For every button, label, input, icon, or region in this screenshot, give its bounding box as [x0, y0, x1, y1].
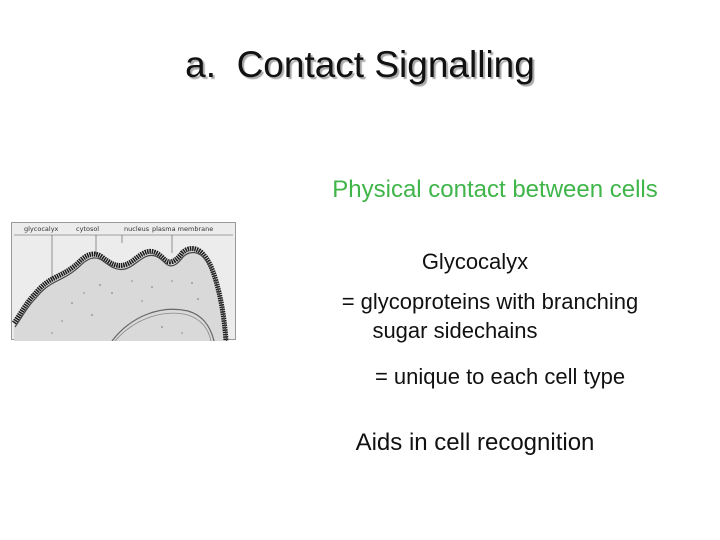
- glycocalyx-micrograph: glycocalyx cytosol nucleus plasma membra…: [11, 222, 236, 341]
- glycocalyx-heading: Glycocalyx: [421, 249, 529, 274]
- definition-line-2: sugar sidechains: [372, 318, 538, 343]
- micrograph-image: [12, 234, 233, 341]
- slide-title: a. Contact Signalling: [185, 44, 535, 85]
- slide-subtitle: Physical contact between cells: [332, 176, 658, 203]
- figure-label-plasma-membrane: plasma membrane: [152, 225, 214, 233]
- definition-line-1: = glycoproteins with branching: [341, 289, 639, 314]
- definition-line-3: = unique to each cell type: [374, 364, 626, 389]
- conclusion-line: Aids in cell recognition: [355, 429, 595, 456]
- figure-label-glycocalyx: glycocalyx: [24, 225, 59, 233]
- figure-label-cytosol: cytosol: [76, 225, 100, 233]
- figure-label-nucleus: nucleus: [124, 225, 150, 233]
